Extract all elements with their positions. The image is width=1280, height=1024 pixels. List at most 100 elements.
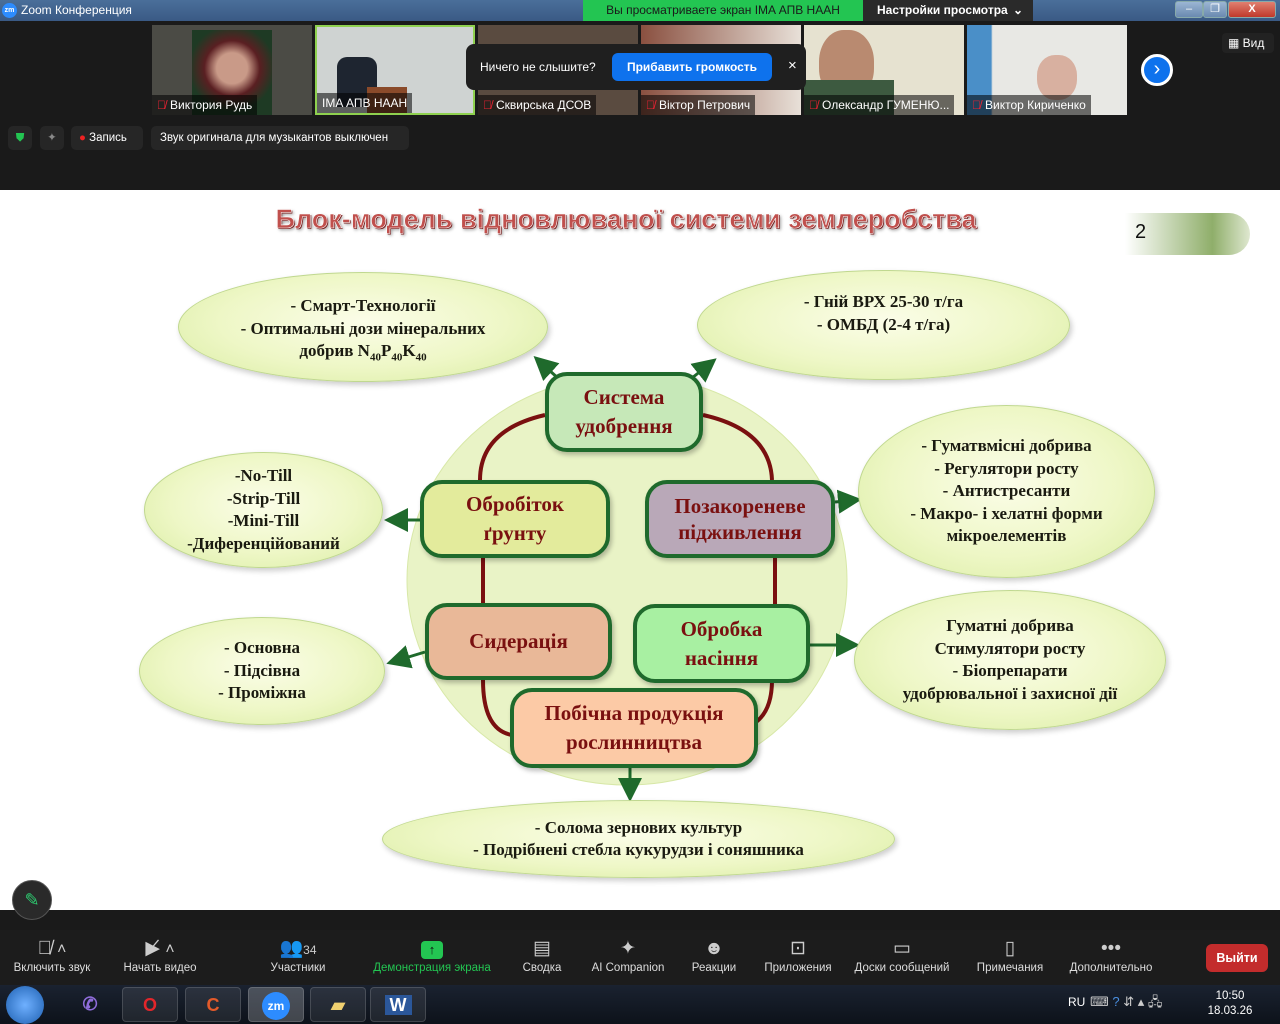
text-line: Стимулятори росту xyxy=(934,638,1086,658)
ai-companion-button[interactable]: ✦AI Companion xyxy=(586,936,670,974)
start-button-icon[interactable] xyxy=(6,986,44,1024)
word-taskbar-icon[interactable]: W xyxy=(370,987,426,1022)
participant-name: Виктор Кириченко xyxy=(985,98,1086,112)
text-line: насіння xyxy=(684,645,759,670)
share-screen-icon: ↑ xyxy=(368,936,496,962)
increase-volume-button[interactable]: Прибавить громкость xyxy=(612,53,772,81)
text-line: удобрення xyxy=(575,414,673,438)
record-label: Запись xyxy=(89,132,127,144)
text-line: - Біопрепарати xyxy=(952,661,1068,680)
slide-number: 2 xyxy=(1135,221,1147,243)
text-line: -Strip-Till xyxy=(226,488,301,508)
participant-tile[interactable]: 🎙̸Олександр ГУМЕНЮ... xyxy=(804,25,964,115)
opera-taskbar-icon[interactable]: O xyxy=(122,987,178,1022)
toolbar-label: Демонстрация экрана xyxy=(373,962,491,974)
participant-tile-active-speaker[interactable]: IMA АПВ НААН xyxy=(315,25,475,115)
annotate-pencil-icon[interactable]: ✎ xyxy=(12,880,52,920)
text-line: - Основна xyxy=(223,638,300,658)
text-line: удобрювальної і захисної дії xyxy=(902,683,1118,703)
popup-question: Ничего не слышите? xyxy=(480,60,596,74)
security-shield-icon[interactable]: ⛊ xyxy=(8,126,32,150)
video-off-icon: ▶̸ ˄ xyxy=(145,938,175,959)
tray-icons[interactable]: ⌨ ? ⇵ ▴ 🖧 xyxy=(1090,994,1163,1009)
participants-count: 34 xyxy=(303,943,317,957)
text-line: ґрунту xyxy=(483,521,547,545)
slide-title: Блок-модель відновлюваної системи землер… xyxy=(275,204,977,235)
apps-icon: ⊡ xyxy=(790,938,806,959)
language-indicator[interactable]: RU xyxy=(1068,995,1086,1009)
share-screen-button[interactable]: ↑Демонстрация экрана xyxy=(368,936,496,974)
text-line: Система xyxy=(583,385,665,409)
text-line: - Смарт-Технології xyxy=(290,296,436,315)
participants-icon: 👥34 xyxy=(279,938,317,959)
text-line: - Регулятори росту xyxy=(934,458,1079,478)
sparkle-icon[interactable]: ✦ xyxy=(40,126,64,150)
mic-muted-icon: 🎙̸ xyxy=(972,98,981,112)
text-line: - ОМБД (2-4 т/га) xyxy=(816,314,951,334)
notes-button[interactable]: ▯Примечания xyxy=(972,936,1048,974)
apps-button[interactable]: ⊡ Приложения xyxy=(760,936,836,974)
restore-button[interactable]: ❐ xyxy=(1203,1,1227,18)
unmute-button[interactable]: 🎙̸ ˄ Включить звук xyxy=(8,936,96,974)
view-button[interactable]: ▦ Вид xyxy=(1222,33,1274,53)
minimize-button[interactable]: – xyxy=(1175,1,1203,18)
original-sound-status: Звук оригинала для музыкантов выключен xyxy=(151,126,409,150)
toolbar-label: Приложения xyxy=(764,962,832,974)
mic-muted-icon: 🎙̸ xyxy=(809,98,818,112)
text-line: -No-Till xyxy=(234,466,293,485)
toolbar-label: Включить звук xyxy=(13,962,91,974)
close-icon[interactable]: × xyxy=(788,57,797,74)
audio-popup: Ничего не слышите? Прибавить громкость × xyxy=(466,44,806,90)
ellipse-green-manure-types: - Основна- Підсівна- Проміжна xyxy=(139,617,385,725)
zoom-taskbar-icon[interactable]: zm xyxy=(248,987,304,1022)
toolbar-label: Сводка xyxy=(522,962,562,974)
record-dot-icon: ● xyxy=(79,132,86,144)
text-line: - Оптимальні дози мінеральних xyxy=(240,318,486,338)
more-button[interactable]: •••Дополнительно xyxy=(1064,936,1158,974)
ccleaner-taskbar-icon[interactable]: C xyxy=(185,987,241,1022)
view-label: Вид xyxy=(1242,36,1265,50)
start-video-button[interactable]: ▶̸ ˄ Начать видео xyxy=(118,936,202,974)
clock-date: 18.03.26 xyxy=(1207,1005,1253,1017)
shared-slide: Блок-модель відновлюваної системи землер… xyxy=(0,190,1280,910)
participant-tile[interactable]: 🎙̸ Виктор Кириченко xyxy=(967,25,1127,115)
mic-muted-icon: 🎙̸ xyxy=(483,98,492,112)
participant-name: Сквирська ДСОВ xyxy=(496,98,592,112)
toolbar-label: AI Companion xyxy=(591,962,665,974)
text-line: Обробка xyxy=(680,616,763,641)
summary-button[interactable]: ▤Сводка xyxy=(518,936,566,974)
text-line: -Mini-Till xyxy=(227,511,300,530)
toolbar-label: Дополнительно xyxy=(1069,962,1153,974)
text-line: - Макро- і хелатні форми xyxy=(910,503,1103,523)
whiteboards-button[interactable]: ▭Доски сообщений xyxy=(850,936,954,974)
close-button[interactable]: X xyxy=(1228,1,1276,18)
participant-tile[interactable]: 🎙̸Виктория Рудь xyxy=(152,25,312,115)
mic-muted-icon: 🎙̸ ˄ xyxy=(37,938,67,959)
text-line: Обробіток xyxy=(466,492,564,516)
next-page-chevron-icon[interactable]: › xyxy=(1141,54,1173,86)
view-settings-dropdown[interactable]: Настройки просмотра⌄ xyxy=(863,0,1033,21)
slide-number-badge: 2 xyxy=(1125,213,1250,255)
connector-arc xyxy=(481,679,513,737)
leave-button[interactable]: Выйти xyxy=(1206,944,1268,972)
toolbar-label: Участники xyxy=(270,962,326,974)
participant-name: Віктор Петрович xyxy=(659,98,751,112)
text-line: - Солома зернових культур xyxy=(534,817,743,837)
text-line: мікроелементів xyxy=(946,526,1067,546)
viber-taskbar-icon[interactable]: ✆ xyxy=(82,994,98,1014)
toolbar-label: Начать видео xyxy=(123,962,197,974)
text-line: Гуматні добрива xyxy=(946,616,1074,635)
reactions-button[interactable]: ☻Реакции xyxy=(688,936,740,974)
participant-name: Виктория Рудь xyxy=(170,98,253,112)
record-indicator[interactable]: ● Запись xyxy=(71,126,143,150)
notes-icon: ▯ xyxy=(1004,938,1016,959)
text-line: - Подрібнені стебла кукурудзи і соняшник… xyxy=(473,840,804,859)
window-title: Zoom Конференция xyxy=(21,3,132,17)
explorer-taskbar-icon[interactable]: ▰ xyxy=(310,987,366,1022)
ellipse-manure: - Гній ВРХ 25-30 т/га- ОМБД (2-4 т/га) xyxy=(697,270,1070,380)
